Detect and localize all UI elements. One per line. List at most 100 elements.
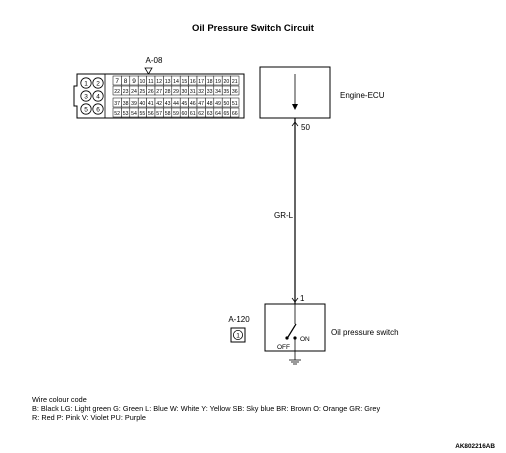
connector-a120: A-120 1: [228, 315, 250, 343]
pin-label: 55: [140, 111, 146, 117]
pin-label: 29: [173, 89, 179, 95]
pin-label: 2: [96, 81, 100, 88]
pin-label: 40: [140, 101, 146, 107]
connector-a08-label: A-08: [146, 56, 163, 65]
pin-label: 56: [148, 111, 154, 117]
pin-label: 1: [84, 81, 88, 88]
pin-label: 19: [215, 79, 221, 85]
pin-label: 59: [173, 111, 179, 117]
pin-label: 41: [148, 101, 154, 107]
switch-contact: [287, 323, 297, 338]
pin-label: 63: [207, 111, 213, 117]
pin-label: 31: [190, 89, 196, 95]
pin-label: 39: [131, 101, 137, 107]
pin-label: 27: [156, 89, 162, 95]
pin-label: 10: [140, 79, 146, 85]
pin-circle: [92, 90, 104, 102]
pin-label: 9: [132, 78, 136, 85]
pin-label: 62: [198, 111, 204, 117]
pin-label: 61: [190, 111, 196, 117]
pin-label: 16: [190, 79, 196, 85]
pin-label: 37: [114, 101, 120, 107]
pin-label: 35: [224, 89, 230, 95]
diagram-code: AK802216AB: [455, 443, 495, 450]
arrow-down-icon: [292, 104, 298, 110]
wire-color-label: GR-L: [274, 211, 294, 220]
pin-label: 57: [156, 111, 162, 117]
pin-label: 44: [173, 101, 179, 107]
pin-label: 66: [232, 111, 238, 117]
pin-label: 54: [131, 111, 137, 117]
pin-label: 22: [114, 89, 120, 95]
legend-line-2: R: Red P: Pink V: Violet PU: Purple: [32, 413, 146, 422]
pin-label: 53: [123, 111, 129, 117]
switch-on-label: ON: [300, 336, 310, 343]
pin-label: 60: [182, 111, 188, 117]
pin-label: 45: [182, 101, 188, 107]
connector-a120-pin: 1: [236, 333, 240, 340]
pin-circle: [92, 103, 104, 115]
pin-label: 13: [165, 79, 171, 85]
pin-label: 43: [165, 101, 171, 107]
connector-marker-icon: [144, 67, 153, 75]
pin-label: 65: [224, 111, 230, 117]
pin-label: 15: [182, 79, 188, 85]
wire: 50 GR-L 1: [274, 118, 310, 304]
pin-label: 20: [224, 79, 230, 85]
switch-label: Oil pressure switch: [331, 328, 399, 337]
pin-label: 24: [131, 89, 137, 95]
pin-cell: [230, 85, 240, 96]
pin-cell: [230, 107, 240, 118]
pin-label: 11: [148, 79, 153, 85]
pin-circle: [92, 77, 104, 89]
pin-label: 52: [114, 111, 120, 117]
pin-label: 47: [198, 101, 204, 107]
pin-label: 7: [115, 78, 119, 85]
legend-title: Wire colour code: [32, 395, 87, 404]
pin-cell: [230, 97, 240, 108]
pin-label: 6: [96, 107, 100, 114]
pin-label: 14: [173, 79, 179, 85]
pin-circle: [80, 77, 92, 89]
engine-ecu: Engine-ECU: [259, 66, 385, 119]
pin-label: 18: [207, 79, 213, 85]
terminal-bottom-icon: [291, 297, 299, 303]
pin-circle: [80, 90, 92, 102]
pin-label: 32: [198, 89, 204, 95]
pin-label: 26: [148, 89, 154, 95]
pin-label: 48: [207, 101, 213, 107]
pin-label: 3: [84, 94, 88, 101]
pin-label: 4: [96, 94, 100, 101]
switch-off-label: OFF: [277, 344, 290, 351]
pin-label: 8: [124, 78, 128, 85]
pin-label: 34: [215, 89, 221, 95]
pin-label: 12: [156, 79, 162, 85]
pin-label: 17: [198, 79, 204, 85]
pin-label: 28: [165, 89, 171, 95]
switch-pin-number: 1: [300, 294, 305, 303]
oil-pressure-switch: OFF ON Oil pressure switch: [264, 303, 399, 365]
pin-label: 51: [232, 101, 238, 107]
ecu-pin-number: 50: [301, 123, 310, 132]
pin-label: 42: [156, 101, 162, 107]
pin-label: 64: [215, 111, 221, 117]
connector-a120-label: A-120: [228, 315, 250, 324]
pin-cell: [230, 75, 240, 86]
wire-colour-legend: Wire colour code B: Black LG: Light gree…: [32, 395, 380, 422]
pin-label: 36: [232, 89, 238, 95]
pin-label: 38: [123, 101, 129, 107]
pin-circle: [80, 103, 92, 115]
ecu-label: Engine-ECU: [340, 91, 385, 100]
diagram-title: Oil Pressure Switch Circuit: [192, 23, 315, 34]
pin-label: 5: [84, 107, 88, 114]
pin-label: 50: [224, 101, 230, 107]
pin-label: 49: [215, 101, 221, 107]
pin-label: 30: [182, 89, 188, 95]
pin-label: 46: [190, 101, 196, 107]
pin-label: 23: [123, 89, 129, 95]
pin-label: 58: [165, 111, 171, 117]
pin-label: 33: [207, 89, 213, 95]
pin-label: 25: [140, 89, 146, 95]
